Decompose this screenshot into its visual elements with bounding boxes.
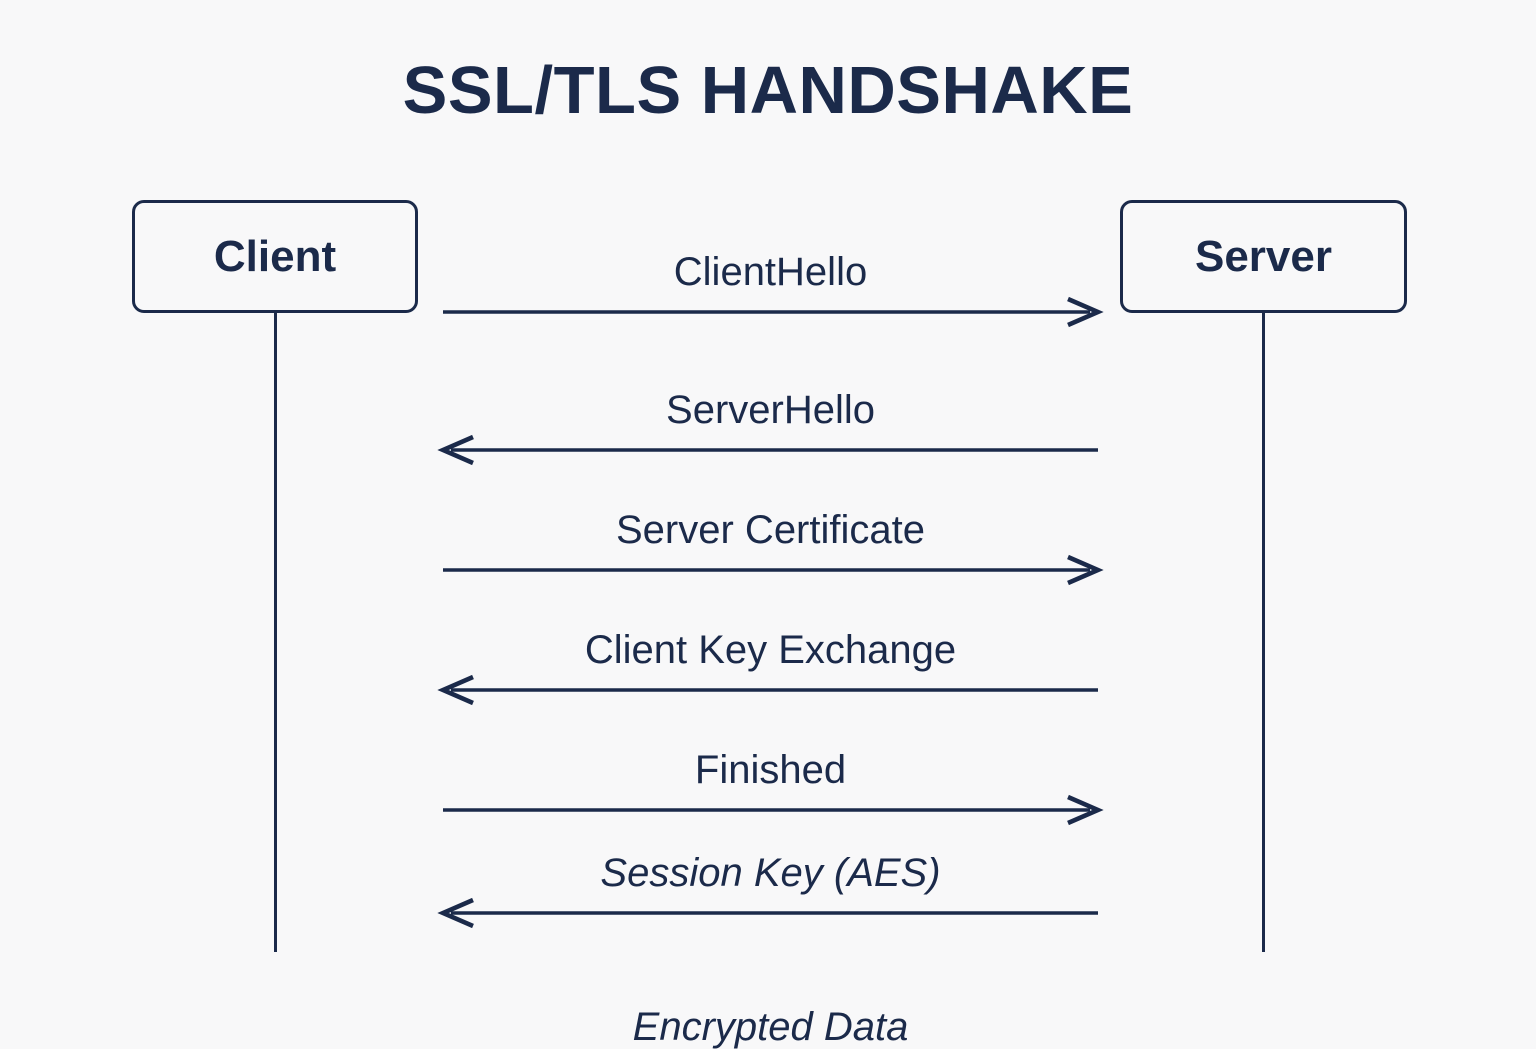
- message-label: Client Key Exchange: [584, 628, 957, 672]
- message-label: Server Certificate: [616, 508, 925, 552]
- message-arrow-left: [437, 897, 1098, 929]
- message-arrow-right: [443, 296, 1104, 328]
- message-arrow-right: [443, 794, 1104, 826]
- page-title: SSL/TLS HANDSHAKE: [402, 53, 1134, 128]
- lifeline-server: [1262, 313, 1265, 952]
- message-arrow-left: [437, 674, 1098, 706]
- message-label: Encrypted Data: [632, 1005, 909, 1049]
- lifeline-client: [274, 313, 277, 952]
- sequence-diagram: SSL/TLS HANDSHAKE Client Server ClientHe…: [132, 53, 1407, 1049]
- message-label: Finished: [694, 748, 847, 792]
- message-label: ClientHello: [673, 250, 868, 294]
- message-label: Session Key (AES): [600, 851, 941, 895]
- actor-box-client: Client: [132, 200, 418, 313]
- actor-label-server: Server: [1194, 231, 1332, 281]
- message-arrow-left: [437, 434, 1098, 466]
- actor-label-client: Client: [213, 231, 337, 281]
- message-arrow-right: [443, 554, 1104, 586]
- message-label: ServerHello: [666, 388, 875, 432]
- actor-box-server: Server: [1120, 200, 1407, 313]
